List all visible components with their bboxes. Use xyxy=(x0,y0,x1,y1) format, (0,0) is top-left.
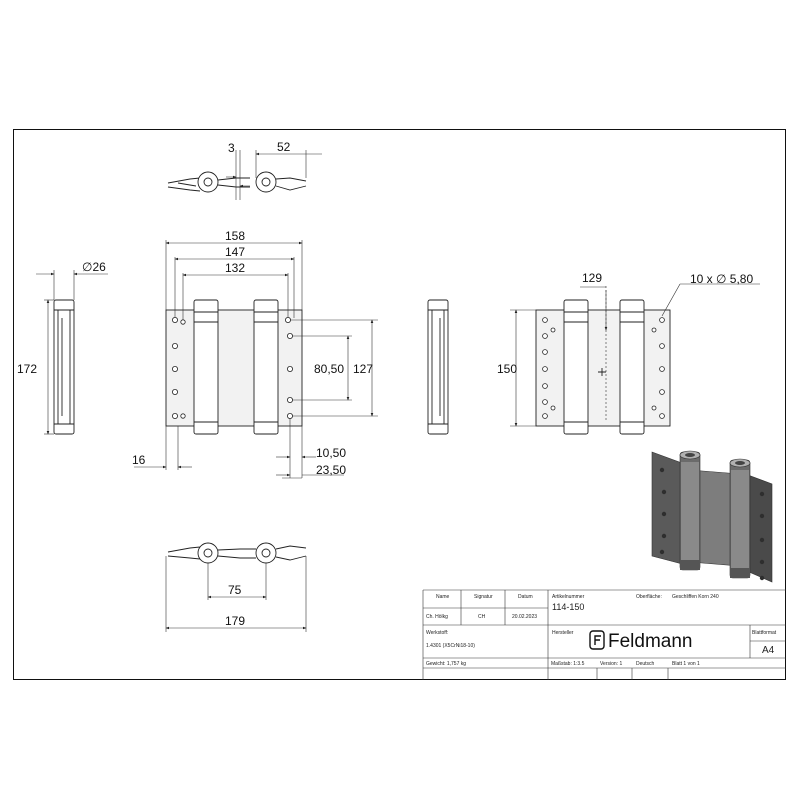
tb-surface-value: Geschliffen Korn 240 xyxy=(672,594,719,600)
dim-80-50: 80,50 xyxy=(314,362,344,376)
dim-75: 75 xyxy=(228,583,242,597)
dim-diameter-26: ∅26 xyxy=(82,260,106,274)
tb-article-value: 114-150 xyxy=(552,602,584,612)
tb-scale: Maßstab: 1:3.5 xyxy=(551,661,585,667)
dim-127: 127 xyxy=(353,362,373,376)
tb-sheet-format-value: A4 xyxy=(762,645,775,656)
tb-surface-label: Oberfläche: xyxy=(636,594,662,600)
dim-129: 129 xyxy=(582,271,602,285)
bottom-view: 75 179 xyxy=(165,542,307,632)
dim-23-50: 23,50 xyxy=(316,463,346,477)
dim-172: 172 xyxy=(17,362,37,376)
top-view: 3 52 xyxy=(167,140,322,200)
tb-brand: Feldmann xyxy=(608,631,693,652)
tb-date-label: Datum xyxy=(518,594,533,600)
right-side-view xyxy=(427,299,449,435)
dim-52: 52 xyxy=(277,140,291,154)
tb-signature-value: CH xyxy=(478,614,486,620)
tb-manufacturer-label: Hersteller xyxy=(552,630,574,636)
tb-article-label: Artikelnummer xyxy=(552,594,585,600)
dim-132: 132 xyxy=(225,261,245,275)
tb-sheet-format-label: Blattformat xyxy=(752,630,777,636)
tb-date-value: 20.02.2023 xyxy=(512,614,537,620)
dim-158: 158 xyxy=(225,229,245,243)
feldmann-logo-icon xyxy=(589,630,605,650)
tb-material-value: 1.4301 (X5CrNi18-10) xyxy=(426,643,475,649)
dim-10-50: 10,50 xyxy=(316,446,346,460)
front-view: 158 147 132 80,50 127 16 10,50 2 xyxy=(132,229,378,479)
left-side-view: ∅26 172 xyxy=(17,260,108,435)
title-block: Name Signatur Datum Ch. Hölkg CH 20.02.2… xyxy=(422,589,786,680)
tb-name-value: Ch. Hölkg xyxy=(426,614,448,620)
tb-name-label: Name xyxy=(436,594,450,600)
tb-language: Deutsch xyxy=(636,661,655,667)
tb-sheet: Blatt 1 von 1 xyxy=(672,661,700,667)
hinge-photo xyxy=(651,450,773,583)
dim-holes: 10 x ∅ 5,80 xyxy=(690,272,753,286)
tb-version: Version: 1 xyxy=(600,661,622,667)
tb-signature-label: Signatur xyxy=(474,594,493,600)
tb-material-label: Werkstoff: xyxy=(426,630,448,636)
dim-3: 3 xyxy=(228,141,235,155)
dim-16: 16 xyxy=(132,453,146,467)
dim-150: 150 xyxy=(497,362,517,376)
drawing-frame xyxy=(13,129,786,680)
tb-weight: Gewicht: 1,757 kg xyxy=(426,661,466,667)
dim-179: 179 xyxy=(225,614,245,628)
back-view: 129 10 x ∅ 5,80 150 xyxy=(497,271,760,435)
dim-147: 147 xyxy=(225,245,245,259)
